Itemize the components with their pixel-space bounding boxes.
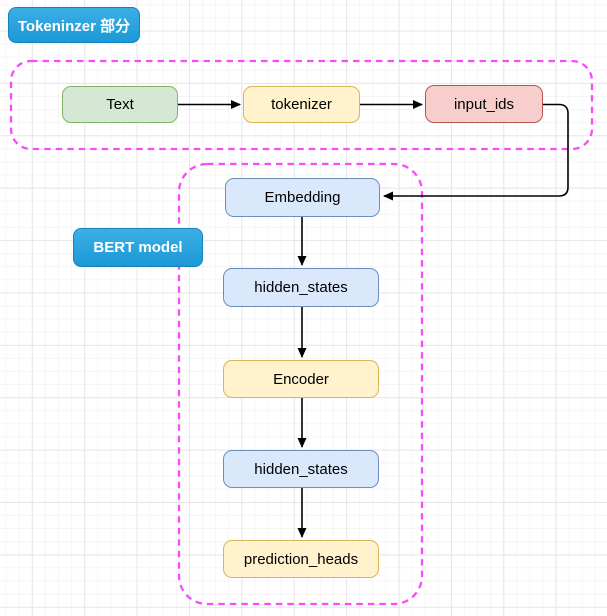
- hidden-states-2-node-label: hidden_states: [254, 460, 348, 478]
- tokenizer-node[interactable]: tokenizer: [243, 86, 360, 123]
- tokenizer-section-label-text: Tokeninzer 部分: [17, 17, 131, 35]
- encoder-node[interactable]: Encoder: [223, 360, 379, 398]
- text-node[interactable]: Text: [62, 86, 178, 123]
- input-ids-node-label: input_ids: [453, 95, 515, 113]
- embedding-node-label: Embedding: [264, 189, 341, 206]
- tokenizer-node-label: tokenizer: [271, 96, 332, 113]
- hidden-states-1-node[interactable]: hidden_states: [223, 268, 379, 307]
- prediction-heads-node[interactable]: prediction_heads: [223, 540, 379, 578]
- bert-group-container[interactable]: [177, 162, 424, 606]
- embedding-node[interactable]: Embedding: [225, 178, 380, 217]
- text-node-label: Text: [106, 96, 134, 113]
- encoder-node-label: Encoder: [273, 370, 329, 388]
- bert-model-label-text: BERT model: [93, 239, 183, 256]
- bert-model-label[interactable]: BERT model: [73, 228, 203, 267]
- arrow-inputids-to-embedding[interactable]: [383, 103, 569, 201]
- input-ids-node[interactable]: input_ids: [425, 85, 543, 123]
- prediction-heads-node-label: prediction_heads: [243, 550, 359, 568]
- hidden-states-2-node[interactable]: hidden_states: [223, 450, 379, 488]
- tokenizer-section-label[interactable]: Tokeninzer 部分: [8, 7, 140, 43]
- hidden-states-1-node-label: hidden_states: [254, 279, 348, 296]
- tokenizer-group-container[interactable]: [9, 59, 594, 151]
